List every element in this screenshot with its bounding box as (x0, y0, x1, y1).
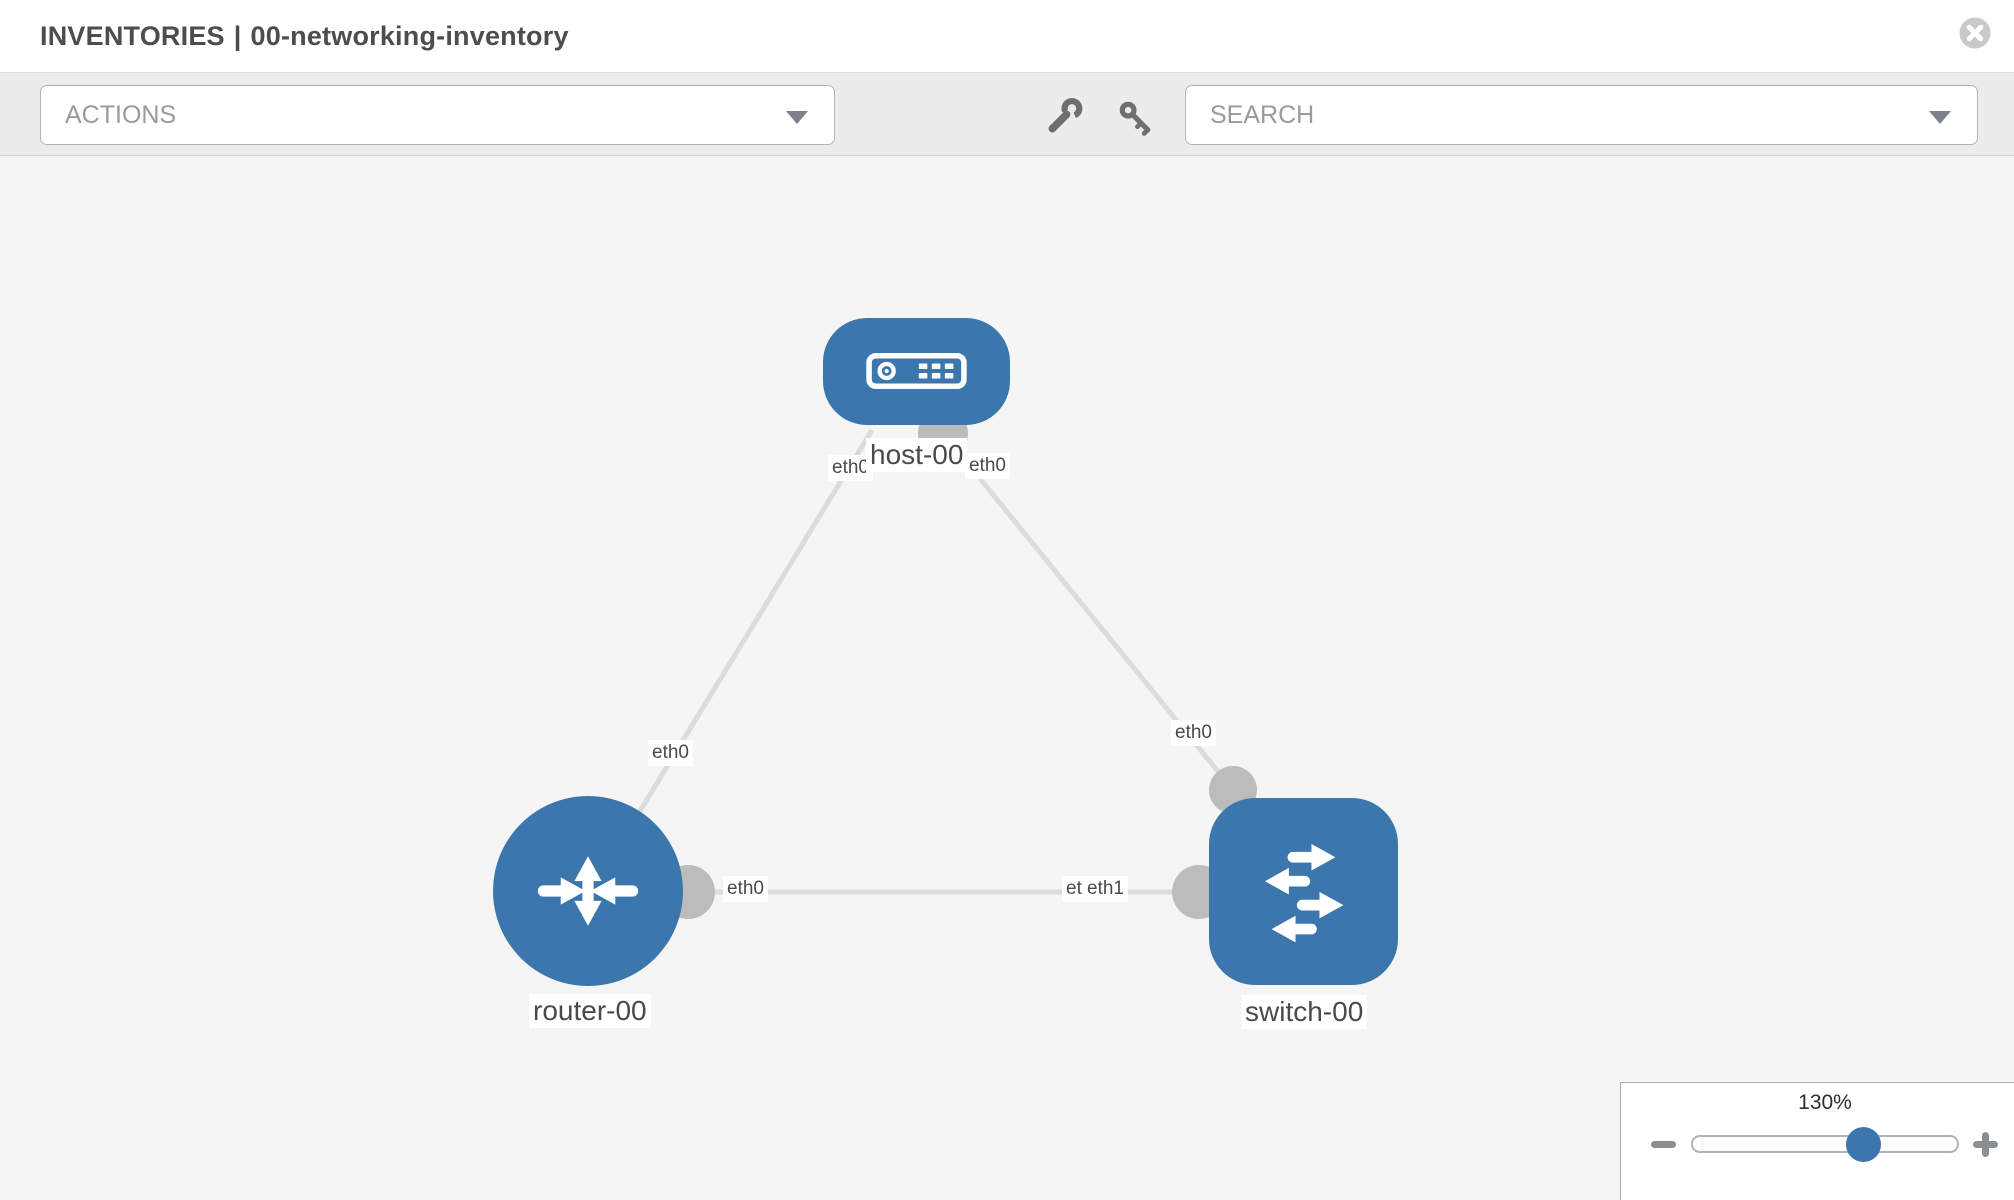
page-title-section: INVENTORIES (40, 20, 225, 51)
page-title-separator: | (233, 20, 242, 51)
interface-label: eth1 (1083, 876, 1128, 902)
interface-label: eth0 (828, 455, 873, 481)
node-switch[interactable] (1209, 798, 1398, 985)
node-router[interactable] (493, 796, 683, 986)
minus-icon[interactable] (1651, 1141, 1676, 1148)
interface-label: eth0 (1171, 720, 1216, 746)
plus-icon[interactable] (1973, 1132, 1998, 1157)
key-icon[interactable] (1118, 100, 1154, 141)
close-icon[interactable] (1958, 16, 1992, 50)
router-icon (537, 856, 639, 926)
interface-label: eth0 (648, 740, 693, 766)
page-title-inventory-name: 00-networking-inventory (250, 20, 569, 51)
interface-label: eth0 (965, 453, 1010, 479)
node-label-host: host-00 (866, 438, 968, 472)
zoom-slider[interactable] (1691, 1135, 1959, 1153)
node-host[interactable] (823, 318, 1010, 425)
interface-label: eth0 (723, 876, 768, 902)
zoom-slider-thumb[interactable] (1846, 1127, 1881, 1162)
search-placeholder: SEARCH (1210, 100, 1315, 129)
node-label-router: router-00 (529, 994, 651, 1028)
header: INVENTORIES | 00-networking-inventory (0, 0, 2014, 72)
zoom-control-panel: 130% (1620, 1082, 2014, 1200)
host-icon (866, 352, 967, 390)
page-title: INVENTORIES | 00-networking-inventory (40, 0, 569, 72)
node-label-switch: switch-00 (1241, 995, 1368, 1029)
search-input[interactable]: SEARCH (1185, 85, 1978, 145)
switch-icon (1264, 843, 1344, 943)
caret-down-icon (786, 111, 808, 124)
actions-dropdown-label: ACTIONS (65, 100, 177, 129)
zoom-level: 130% (1798, 1091, 1852, 1114)
wrench-icon[interactable] (1047, 96, 1085, 139)
caret-down-icon (1929, 111, 1951, 124)
actions-dropdown[interactable]: ACTIONS (40, 85, 835, 145)
